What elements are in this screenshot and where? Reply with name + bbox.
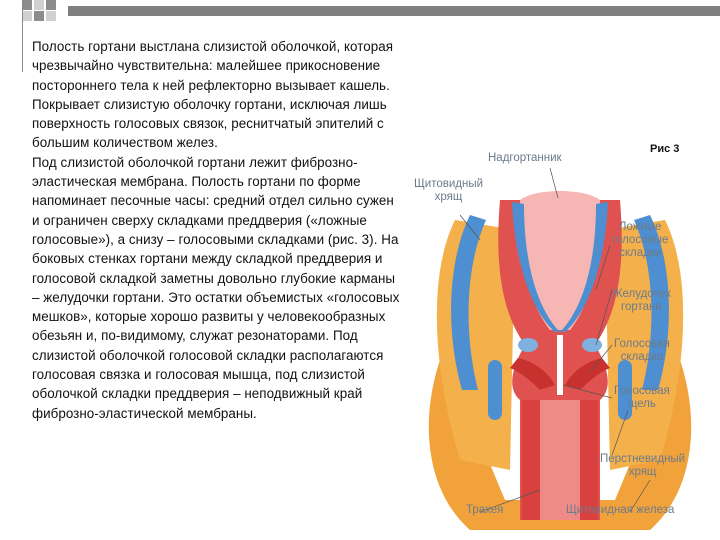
figure-caption: Рис 3 bbox=[650, 143, 680, 155]
thyroid-gland-shape bbox=[428, 360, 692, 530]
vertical-rule bbox=[22, 0, 23, 72]
label-glottis: Голосовая щель bbox=[614, 385, 670, 410]
paragraph-2: Под слизистой оболочкой гортани лежит фи… bbox=[32, 154, 400, 421]
label-epiglottis: Надгортанник bbox=[488, 152, 562, 164]
epiglottis-shape bbox=[512, 202, 560, 332]
label-false-vocal-folds: Ложные голосовые складки bbox=[612, 221, 669, 259]
cricoid-left bbox=[488, 360, 502, 420]
body-text: Полость гортани выстлана слизистой оболо… bbox=[32, 37, 402, 423]
header-band bbox=[68, 6, 720, 16]
trachea-lumen bbox=[540, 400, 580, 520]
vestibule-cavity bbox=[519, 191, 601, 330]
glottis-slit bbox=[557, 335, 563, 395]
label-laryngeal-ventricle: Желудочек гортани bbox=[612, 288, 671, 313]
ventricle-left bbox=[518, 338, 538, 352]
slide-header-decoration bbox=[0, 0, 720, 22]
label-vocal-fold: Голосовая складка bbox=[614, 338, 670, 363]
cricoid-right bbox=[618, 360, 632, 420]
vocal-fold-right bbox=[565, 358, 610, 390]
paragraph-1: Полость гортани выстлана слизистой оболо… bbox=[32, 39, 394, 151]
ventricle-right bbox=[582, 338, 602, 352]
label-thyroid-cartilage: Щитовидный хрящ bbox=[414, 178, 484, 203]
label-cricoid-cartilage: Перстневидный хрящ bbox=[600, 453, 686, 478]
larynx-section-illustration bbox=[428, 167, 692, 530]
label-trachea: Трахея bbox=[466, 504, 504, 516]
checker-pattern-icon bbox=[22, 0, 56, 21]
thyroid-cartilage-right bbox=[634, 215, 669, 390]
vocal-fold-left bbox=[510, 358, 555, 390]
label-thyroid-gland: Щитовидная железа bbox=[566, 504, 675, 516]
epiglottis-shape-right bbox=[560, 202, 608, 332]
thyroid-cartilage-left bbox=[451, 215, 486, 390]
